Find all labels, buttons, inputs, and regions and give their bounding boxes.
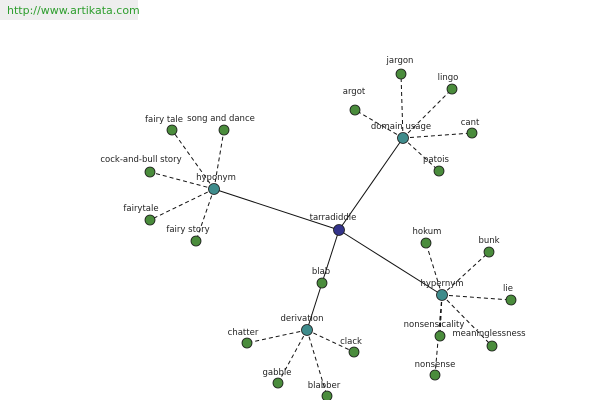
node-label-hyponym[interactable]: hyponym [196, 173, 236, 183]
node-blabber[interactable] [321, 390, 333, 400]
edge-tarradiddle-domain-usage [338, 137, 404, 231]
node-clack[interactable] [348, 346, 360, 358]
edge-hypernym-bunk [441, 251, 490, 296]
edge-hypernym-hokum [425, 242, 443, 296]
node-label-blabber[interactable]: blabber [308, 381, 341, 391]
node-hyponym[interactable] [208, 183, 220, 195]
node-label-hypernym[interactable]: hypernym [420, 279, 463, 289]
edge-hypernym-lie [441, 294, 512, 301]
node-cock-and-bull-story[interactable] [144, 166, 156, 178]
edge-derivation-clack [306, 329, 355, 353]
node-label-domain-usage[interactable]: domain usage [371, 122, 431, 132]
node-label-meaninglessness[interactable]: meaninglessness [452, 329, 526, 339]
node-derivation[interactable] [301, 324, 313, 336]
source-url-bar: http://www.artikata.com [0, 0, 140, 20]
edge-hypernym-nonsense [434, 294, 443, 376]
node-jargon[interactable] [395, 68, 407, 80]
node-label-lie[interactable]: lie [503, 284, 513, 294]
node-nonsensicality[interactable] [434, 330, 446, 342]
node-label-cant[interactable]: cant [461, 118, 480, 128]
edge-derivation-gabble [277, 329, 308, 384]
node-lingo[interactable] [446, 83, 458, 95]
node-label-derivation[interactable]: derivation [280, 314, 323, 324]
edge-domain-usage-lingo [402, 88, 453, 139]
edge-hyponym-song-and-dance [213, 129, 225, 190]
node-domain-usage[interactable] [397, 132, 409, 144]
edge-hyponym-fairytale [149, 188, 215, 221]
node-label-blab[interactable]: blab [312, 267, 330, 277]
node-label-nonsense[interactable]: nonsense [415, 360, 456, 370]
node-label-chatter[interactable]: chatter [228, 328, 259, 338]
node-label-fairy-tale[interactable]: fairy tale [145, 115, 183, 125]
node-blab[interactable] [316, 277, 328, 289]
node-label-song-and-dance[interactable]: song and dance [187, 114, 255, 124]
edge-domain-usage-argot [354, 109, 404, 139]
node-label-patois[interactable]: patois [423, 155, 449, 165]
edge-domain-usage-cant [402, 132, 473, 139]
nodes-layer [144, 68, 517, 400]
node-chatter[interactable] [241, 337, 253, 349]
labels-layer: tarradiddle hyponym domain usage hypernym bl… [100, 56, 526, 391]
node-gabble[interactable] [272, 377, 284, 389]
edge-hypernym-meaninglessness [441, 294, 493, 347]
edge-tarradiddle-blab [321, 229, 340, 284]
edge-tarradiddle-hyponym [213, 188, 340, 231]
node-fairy-story[interactable] [190, 235, 202, 247]
node-label-clack[interactable]: clack [340, 337, 362, 347]
node-nonsense[interactable] [429, 369, 441, 381]
node-song-and-dance[interactable] [218, 124, 230, 136]
node-patois[interactable] [433, 165, 445, 177]
node-tarradiddle[interactable] [333, 224, 345, 236]
edges-layer [149, 73, 512, 397]
edge-tarradiddle-hypernym [338, 229, 443, 296]
edge-blab-derivation [306, 282, 323, 331]
edge-derivation-blabber [306, 329, 328, 397]
edge-hyponym-fairy-tale [171, 129, 215, 190]
node-label-lingo[interactable]: lingo [438, 73, 459, 83]
node-hokum[interactable] [420, 237, 432, 249]
node-cant[interactable] [466, 127, 478, 139]
node-lie[interactable] [505, 294, 517, 306]
node-bunk[interactable] [483, 246, 495, 258]
node-label-jargon[interactable]: jargon [386, 56, 414, 66]
node-argot[interactable] [349, 104, 361, 116]
node-meaninglessness[interactable] [486, 340, 498, 352]
node-label-gabble[interactable]: gabble [263, 368, 292, 378]
node-fairytale[interactable] [144, 214, 156, 226]
node-label-nonsensicality[interactable]: nonsensicality [404, 320, 465, 330]
node-label-fairy-story[interactable]: fairy story [166, 225, 209, 235]
edge-domain-usage-patois [402, 137, 440, 172]
node-label-tarradiddle[interactable]: tarradiddle [310, 213, 357, 223]
edge-hyponym-fairy-story [195, 188, 215, 242]
node-label-fairytale[interactable]: fairytale [123, 204, 158, 214]
node-hypernym[interactable] [436, 289, 448, 301]
edge-derivation-chatter [246, 329, 308, 344]
node-label-argot[interactable]: argot [343, 87, 366, 97]
node-label-hokum[interactable]: hokum [413, 227, 442, 237]
edge-domain-usage-jargon [400, 73, 404, 139]
source-url-link[interactable]: http://www.artikata.com [7, 4, 140, 17]
node-fairy-tale[interactable] [166, 124, 178, 136]
node-label-cock-and-bull-story[interactable]: cock-and-bull story [100, 155, 181, 165]
node-label-bunk[interactable]: bunk [478, 236, 499, 246]
